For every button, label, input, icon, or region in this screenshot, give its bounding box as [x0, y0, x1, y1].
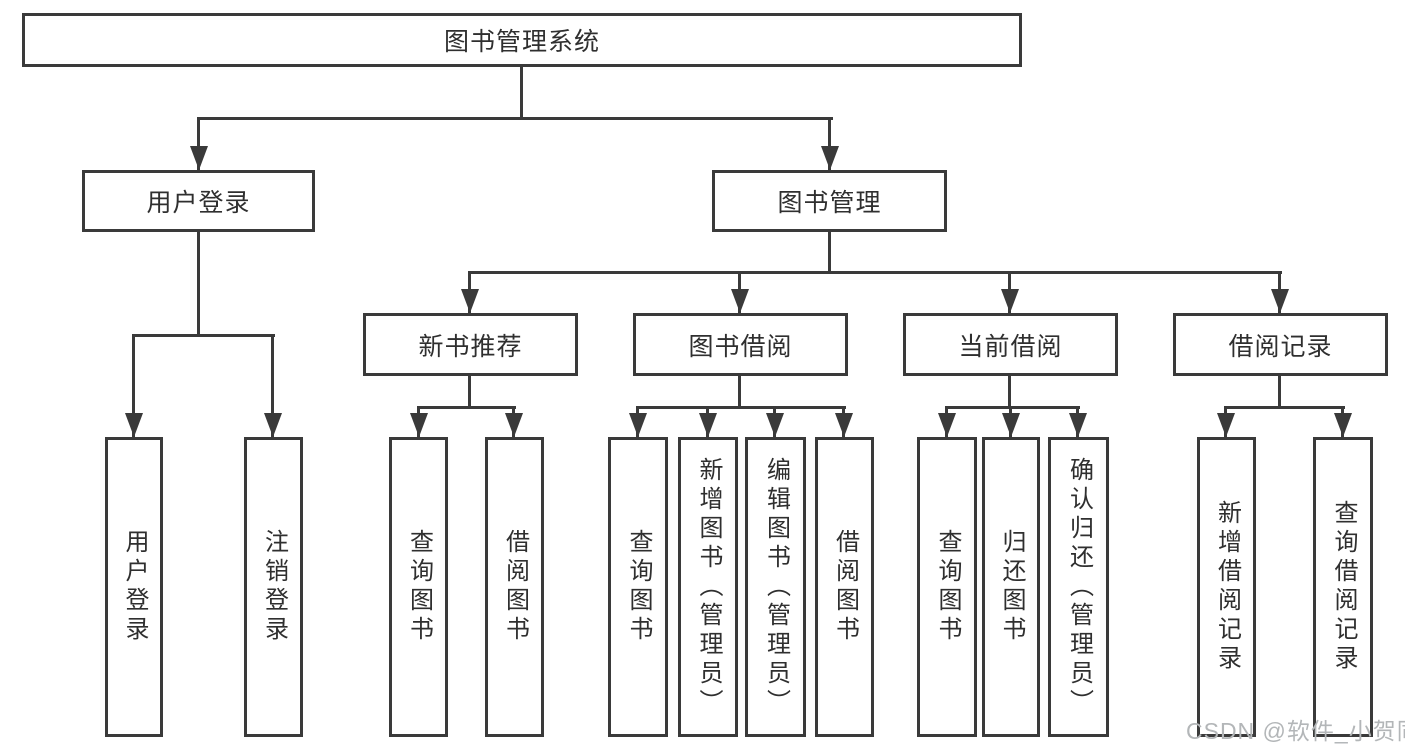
connector-line	[197, 232, 200, 337]
connector-arrow-down	[629, 413, 647, 437]
connector-line	[132, 334, 275, 337]
connector-line	[636, 406, 846, 409]
connector-arrow-down	[125, 413, 143, 437]
connector-arrow-down	[410, 413, 428, 437]
leaf-user-login-label: 用户登录	[121, 529, 148, 645]
node-book-borrow: 图书借阅	[633, 313, 848, 376]
leaf-borrow-add-books-admin: 新增图书（管理员）	[678, 437, 738, 737]
connector-arrow-down	[699, 413, 717, 437]
leaf-recommend-query-books-label: 查询图书	[405, 529, 433, 645]
connector-line	[197, 117, 833, 120]
node-root: 图书管理系统	[22, 13, 1022, 67]
leaf-user-login: 用户登录	[105, 437, 163, 737]
node-user-login: 用户登录	[82, 170, 315, 232]
leaf-current-query-books: 查询图书	[917, 437, 977, 737]
connector-line	[1278, 376, 1281, 409]
connector-line	[1008, 376, 1011, 409]
connector-line	[945, 406, 1080, 409]
leaf-recommend-query-books: 查询图书	[389, 437, 448, 737]
csdn-watermark: CSDN @软件_小贺同学	[1186, 718, 1405, 744]
leaf-current-query-books-label: 查询图书	[934, 529, 961, 645]
leaf-recommend-borrow-books-label: 借阅图书	[501, 529, 529, 645]
leaf-borrow-borrow-books-label: 借阅图书	[831, 529, 859, 645]
leaf-borrow-edit-books-admin-label: 编辑图书（管理员）	[762, 456, 790, 718]
leaf-logout-login-label: 注销登录	[260, 529, 288, 645]
leaf-records-query-record-label: 查询借阅记录	[1330, 500, 1357, 674]
connector-arrow-down	[1069, 413, 1087, 437]
node-book-management-label: 图书管理	[777, 189, 882, 217]
leaf-logout-login: 注销登录	[244, 437, 303, 737]
connector-line	[1224, 406, 1345, 409]
connector-arrow-down	[766, 413, 784, 437]
connector-arrow-down	[1001, 289, 1019, 313]
connector-line	[520, 67, 523, 120]
node-new-book-recommend-label: 新书推荐	[418, 332, 523, 361]
leaf-borrow-edit-books-admin: 编辑图书（管理员）	[745, 437, 806, 737]
connector-arrow-down	[461, 289, 479, 313]
node-borrow-records-label: 借阅记录	[1228, 332, 1333, 361]
connector-line	[738, 376, 741, 409]
node-borrow-records: 借阅记录	[1173, 313, 1388, 376]
connector-line	[197, 117, 200, 170]
leaf-current-confirm-return-admin-label: 确认归还（管理员）	[1065, 456, 1093, 718]
leaf-borrow-add-books-admin-label: 新增图书（管理员）	[695, 456, 722, 718]
node-book-borrow-label: 图书借阅	[688, 332, 793, 361]
leaf-current-return-books-label: 归还图书	[998, 529, 1025, 645]
node-user-login-label: 用户登录	[146, 189, 251, 217]
connector-arrow-down	[835, 413, 853, 437]
leaf-current-return-books: 归还图书	[982, 437, 1040, 737]
node-book-management: 图书管理	[712, 170, 947, 232]
leaf-borrow-query-books: 查询图书	[608, 437, 668, 737]
connector-arrow-down	[505, 413, 523, 437]
leaf-borrow-borrow-books: 借阅图书	[815, 437, 874, 737]
connector-line	[828, 117, 831, 170]
connector-arrow-down	[1271, 289, 1289, 313]
leaf-current-confirm-return-admin: 确认归还（管理员）	[1048, 437, 1109, 737]
connector-arrow-down	[821, 146, 839, 170]
connector-line	[271, 334, 274, 437]
node-new-book-recommend: 新书推荐	[363, 313, 578, 376]
leaf-borrow-query-books-label: 查询图书	[625, 529, 652, 645]
connector-arrow-down	[1002, 413, 1020, 437]
connector-arrow-down	[731, 289, 749, 313]
connector-arrow-down	[938, 413, 956, 437]
connector-line	[417, 406, 516, 409]
connector-line	[828, 232, 831, 274]
node-root-label: 图书管理系统	[443, 28, 600, 56]
leaf-records-add-record: 新增借阅记录	[1197, 437, 1256, 737]
connector-arrow-down	[1217, 413, 1235, 437]
connector-arrow-down	[264, 413, 282, 437]
connector-arrow-down	[1334, 413, 1352, 437]
connector-line	[132, 334, 135, 437]
connector-line	[468, 271, 1282, 274]
node-current-borrow: 当前借阅	[903, 313, 1118, 376]
node-current-borrow-label: 当前借阅	[958, 332, 1063, 361]
connector-arrow-down	[190, 146, 208, 170]
connector-line	[468, 376, 471, 409]
leaf-records-query-record: 查询借阅记录	[1313, 437, 1373, 737]
leaf-records-add-record-label: 新增借阅记录	[1213, 500, 1241, 674]
leaf-recommend-borrow-books: 借阅图书	[485, 437, 544, 737]
